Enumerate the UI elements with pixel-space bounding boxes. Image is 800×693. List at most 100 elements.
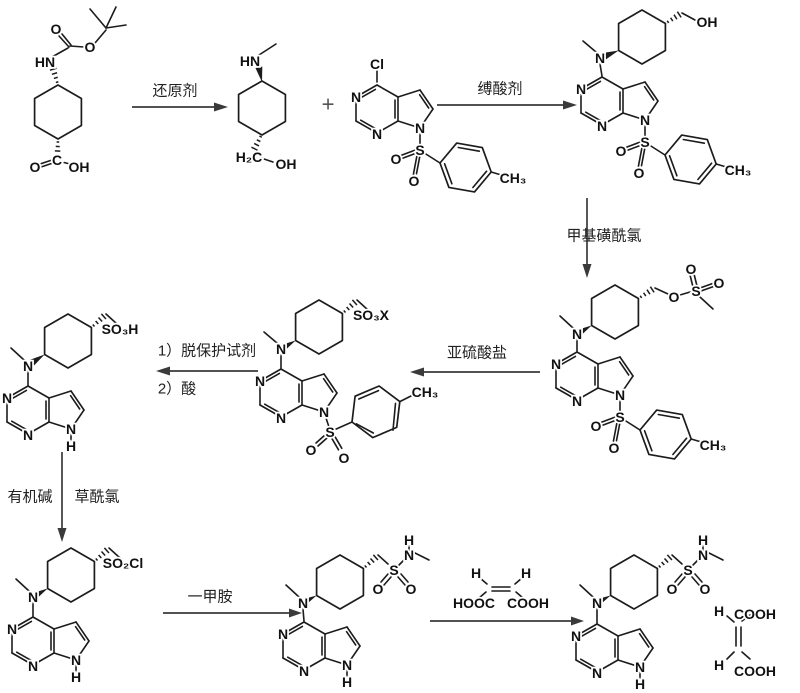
- pyrimidine-N1-label: N: [23, 427, 33, 443]
- structure-methylaminocyclohexyl-methanol: HN H₂C OH: [234, 43, 298, 174]
- sulfonyl-O-label: O: [339, 450, 350, 466]
- sulfonyl-O-label: O: [609, 440, 620, 456]
- mesyl-O-label: O: [714, 275, 725, 291]
- amine-N-label: N: [592, 595, 602, 611]
- pyrimidine-N3-label: N: [7, 621, 17, 637]
- chloro-label: Cl: [370, 56, 384, 72]
- pyrimidine-N1-label: N: [597, 118, 607, 134]
- sulfonyl-O-label: O: [616, 143, 627, 159]
- sulfonyl-O-label: O: [391, 151, 402, 167]
- maleic-H-label: H: [714, 603, 724, 619]
- pyrimidine-N1-label: N: [592, 665, 602, 681]
- tolyl-methyl-label: CH₃: [725, 162, 752, 178]
- mesyl-S-label: S: [691, 283, 700, 299]
- reaction-arrow-step4: 亚硫酸盐: [410, 345, 540, 377]
- maleic-COOH-label: COOH: [734, 606, 776, 622]
- reaction-arrow-step2: 缚酸剂: [437, 80, 577, 110]
- sulfonamide-NH-label: H: [698, 532, 708, 548]
- plus-sign: +: [322, 92, 335, 117]
- sulfonyl-chloride-label: SO₂Cl: [103, 555, 143, 571]
- ester-O-label: O: [669, 289, 680, 305]
- amine-N-label: N: [595, 50, 605, 66]
- amine-N-label: N: [572, 326, 582, 342]
- sulfonamide-N-label: N: [404, 547, 414, 563]
- methylamino-NH-label: HN: [240, 53, 260, 69]
- maleic-H-label: H: [521, 565, 531, 581]
- pyrrole-N7-label: N: [615, 387, 625, 403]
- sulfonate-salt-label: SO₃X: [353, 307, 390, 323]
- amine-N-label: N: [28, 589, 38, 605]
- sulfonamide-N-label: N: [698, 547, 708, 563]
- sulfonyl-S-label: S: [415, 142, 424, 158]
- pyrrole-NH-label: H: [71, 669, 81, 685]
- sulfonyl-S-label: S: [325, 424, 334, 440]
- pyrimidine-N1-label: N: [299, 663, 309, 679]
- carbamate-ester-O-label: O: [85, 39, 96, 55]
- sulfonic-acid-label: SO₃H: [102, 321, 139, 337]
- sulfonamide-O-label: O: [667, 581, 678, 597]
- reagent-label-step2: 缚酸剂: [477, 80, 522, 98]
- reaction-arrow-step5: 1）脱保护试剂 2）酸: [156, 343, 258, 398]
- pyrrole-NH-label: H: [635, 676, 645, 692]
- pyrimidine-N1-label: N: [572, 393, 582, 409]
- amine-N-label: N: [23, 358, 33, 374]
- hydroxyl-label: OH: [276, 156, 297, 172]
- tolyl-methyl-label: CH₃: [700, 437, 727, 453]
- reagent-label-step1: 还原剂: [152, 83, 197, 100]
- pyrrole-N7-label: N: [635, 659, 645, 675]
- acid-carbonyl-O-label: O: [30, 159, 41, 175]
- reagent-label-step7: 一甲胺: [187, 589, 232, 606]
- pyrrole-N7-label: N: [319, 404, 329, 420]
- carbamate-carbonyl-O-label: O: [51, 21, 62, 37]
- sulfonyl-O-label: O: [306, 442, 317, 458]
- pyrrole-NH-label: H: [66, 438, 76, 454]
- maleic-H-label: H: [471, 565, 481, 581]
- reagent-label-step6a: 有机碱: [7, 489, 52, 506]
- methylene-label: H₂C: [236, 149, 262, 165]
- reaction-arrow-step7: 一甲胺: [163, 589, 302, 618]
- maleic-COOH-label: COOH: [507, 595, 549, 611]
- sulfonyl-S-label: S: [640, 134, 649, 150]
- pyrimidine-N3-label: N: [2, 390, 12, 406]
- pyrrole-N7-label: N: [71, 652, 81, 668]
- pyrimidine-N3-label: N: [255, 373, 265, 389]
- sulfonamide-S-label: S: [683, 562, 692, 578]
- pyrrole-NH-label: H: [342, 674, 352, 690]
- reaction-arrow-step6: 有机碱 草酰氯: [7, 452, 120, 542]
- sulfonyl-O-label: O: [409, 173, 420, 189]
- maleic-H-label: H: [714, 657, 724, 673]
- maleic-COOH-label: COOH: [734, 663, 776, 679]
- reagent-label-step4: 亚硫酸盐: [447, 345, 507, 362]
- hydroxyl-label: OH: [697, 14, 718, 30]
- reagent-label-step6b: 草酰氯: [74, 489, 119, 506]
- sulfonamide-O-label: O: [373, 581, 384, 597]
- sulfonamide-O-label: O: [700, 581, 711, 597]
- pyrrole-N7-label: N: [640, 112, 650, 128]
- reaction-arrow-step3: 甲基磺酰氯: [566, 198, 642, 278]
- pyrrole-N7-label: N: [342, 657, 352, 673]
- amine-N-label: N: [276, 341, 286, 357]
- sulfonamide-NH-label: H: [404, 532, 414, 548]
- reagent-label-step3: 甲基磺酰氯: [566, 228, 641, 245]
- acid-C-label: C: [52, 152, 62, 168]
- sulfonyl-S-label: S: [615, 409, 624, 425]
- sulfonyl-O-label: O: [634, 165, 645, 181]
- reagent-label-step5a: 1）脱保护试剂: [158, 343, 256, 360]
- sulfonamide-S-label: S: [389, 562, 398, 578]
- reaction-arrow-step8: [430, 616, 584, 626]
- pyrimidine-N1-label: N: [372, 126, 382, 142]
- tolyl-methyl-label: CH₃: [500, 170, 527, 186]
- reagent-label-step5b: 2）酸: [158, 381, 196, 398]
- tolyl-methyl-label: CH₃: [412, 384, 439, 400]
- amide-NH-label: HN: [35, 54, 55, 70]
